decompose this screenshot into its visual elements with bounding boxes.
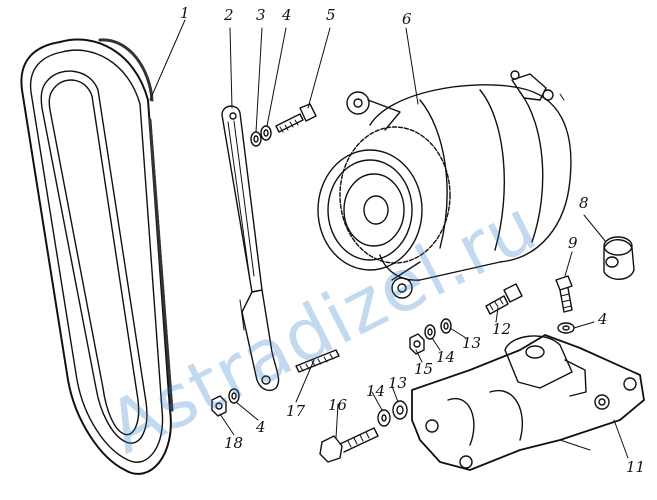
callout-13-lower: 13 xyxy=(388,374,408,392)
leader-lines xyxy=(149,19,629,459)
callout-3: 3 xyxy=(256,6,266,24)
callout-17: 17 xyxy=(286,402,306,420)
spring-washer-14-upper xyxy=(424,324,436,340)
callout-5: 5 xyxy=(326,6,336,24)
washer-13-lower xyxy=(392,400,408,420)
callout-2: 2 xyxy=(224,6,234,24)
alternator xyxy=(317,70,572,299)
bolt-5 xyxy=(275,103,317,133)
callout-1: 1 xyxy=(180,4,190,22)
v-belt xyxy=(20,38,174,475)
bolt-16 xyxy=(319,427,379,463)
tension-strap xyxy=(221,105,280,392)
spring-washer-14-lower xyxy=(377,409,391,427)
callout-18: 18 xyxy=(224,434,244,452)
callout-4-top: 4 xyxy=(282,6,292,24)
callout-14-lower: 14 xyxy=(366,382,386,400)
callout-16: 16 xyxy=(328,396,348,414)
callout-6: 6 xyxy=(402,10,412,28)
callout-14-upper: 14 xyxy=(436,348,456,366)
nut-18 xyxy=(211,395,227,417)
bolt-9 xyxy=(555,275,573,313)
callout-4-left: 4 xyxy=(256,418,266,436)
stud-17 xyxy=(295,349,340,373)
washer-13-upper xyxy=(440,318,452,334)
washer-3 xyxy=(250,131,262,147)
washer-4-left xyxy=(228,388,240,404)
callout-8: 8 xyxy=(579,194,589,212)
bracket-11 xyxy=(411,334,645,471)
callout-9: 9 xyxy=(568,234,578,252)
callout-11: 11 xyxy=(626,458,646,476)
callout-13-upper: 13 xyxy=(462,334,482,352)
bushing-8 xyxy=(603,236,635,280)
callout-12: 12 xyxy=(492,320,512,338)
spring-washer-4 xyxy=(260,125,272,141)
callout-4-right: 4 xyxy=(598,310,608,328)
nut-15 xyxy=(409,333,425,355)
washer-4-right xyxy=(557,322,575,334)
stud-12 xyxy=(485,283,523,315)
callout-15: 15 xyxy=(414,360,434,378)
